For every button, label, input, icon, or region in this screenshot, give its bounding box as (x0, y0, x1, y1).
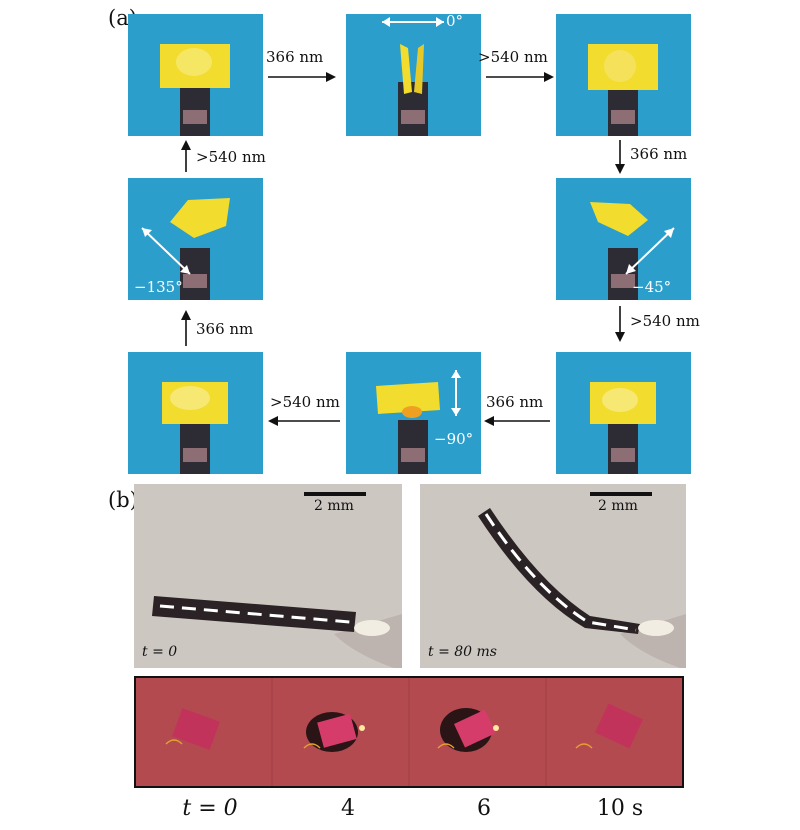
film-bent-up-icon (376, 370, 461, 474)
arrow-label-right-lower: >540 nm (630, 312, 700, 330)
arrow-label-bottom-left: >540 nm (270, 393, 340, 411)
arrow-label-bottom-right: 366 nm (486, 393, 544, 411)
film-flat-icon (162, 382, 228, 474)
time-label-right: t = 80 ms (428, 644, 497, 660)
arrow-label-left-upper: >540 nm (196, 148, 266, 166)
film-bent-icon (382, 17, 444, 136)
strip-time-4: 4 (341, 796, 355, 821)
tile-right-middle (556, 178, 691, 300)
tile-bottom-left (128, 352, 263, 474)
strip-time-10: 10 s (596, 796, 644, 821)
angle-label-minus-90: −90° (434, 430, 474, 448)
tile-top-middle (346, 14, 481, 136)
film-twisted-icon (141, 198, 230, 300)
strip-frames-icon (136, 678, 682, 786)
rod-bent-icon (420, 484, 686, 668)
arrow-label-top-left: 366 nm (266, 48, 324, 66)
photo-strip (134, 676, 684, 788)
film-flat-icon (590, 382, 656, 474)
rod-straight-icon (134, 484, 402, 668)
tile-left-middle (128, 178, 263, 300)
film-flat-icon (160, 44, 230, 136)
angle-label-0: 0° (446, 12, 464, 30)
process-arrows (181, 72, 625, 426)
time-label-left: t = 0 (142, 644, 178, 660)
photo-rod-straight: 2 mm t = 0 (134, 484, 402, 668)
scale-bar-left-label: 2 mm (314, 498, 354, 514)
angle-label-minus-45: −45° (632, 278, 672, 296)
strip-time-6: 6 (477, 796, 491, 821)
film-twisted-icon (590, 202, 675, 300)
film-flat-icon (588, 44, 658, 136)
strip-time-0: t = 0 (182, 796, 238, 821)
tile-bottom-right (556, 352, 691, 474)
photo-rod-bent: 2 mm t = 80 ms (420, 484, 686, 668)
tile-top-right (556, 14, 691, 136)
scale-bar-right-label: 2 mm (598, 498, 638, 514)
angle-label-minus-135: −135° (134, 278, 183, 296)
arrow-label-right-upper: 366 nm (630, 145, 688, 163)
arrow-label-top-right: >540 nm (478, 48, 548, 66)
arrow-label-left-lower: 366 nm (196, 320, 254, 338)
tile-top-left (128, 14, 263, 136)
panel-b-label: (b) (108, 488, 138, 512)
tile-bottom-middle (346, 352, 481, 474)
